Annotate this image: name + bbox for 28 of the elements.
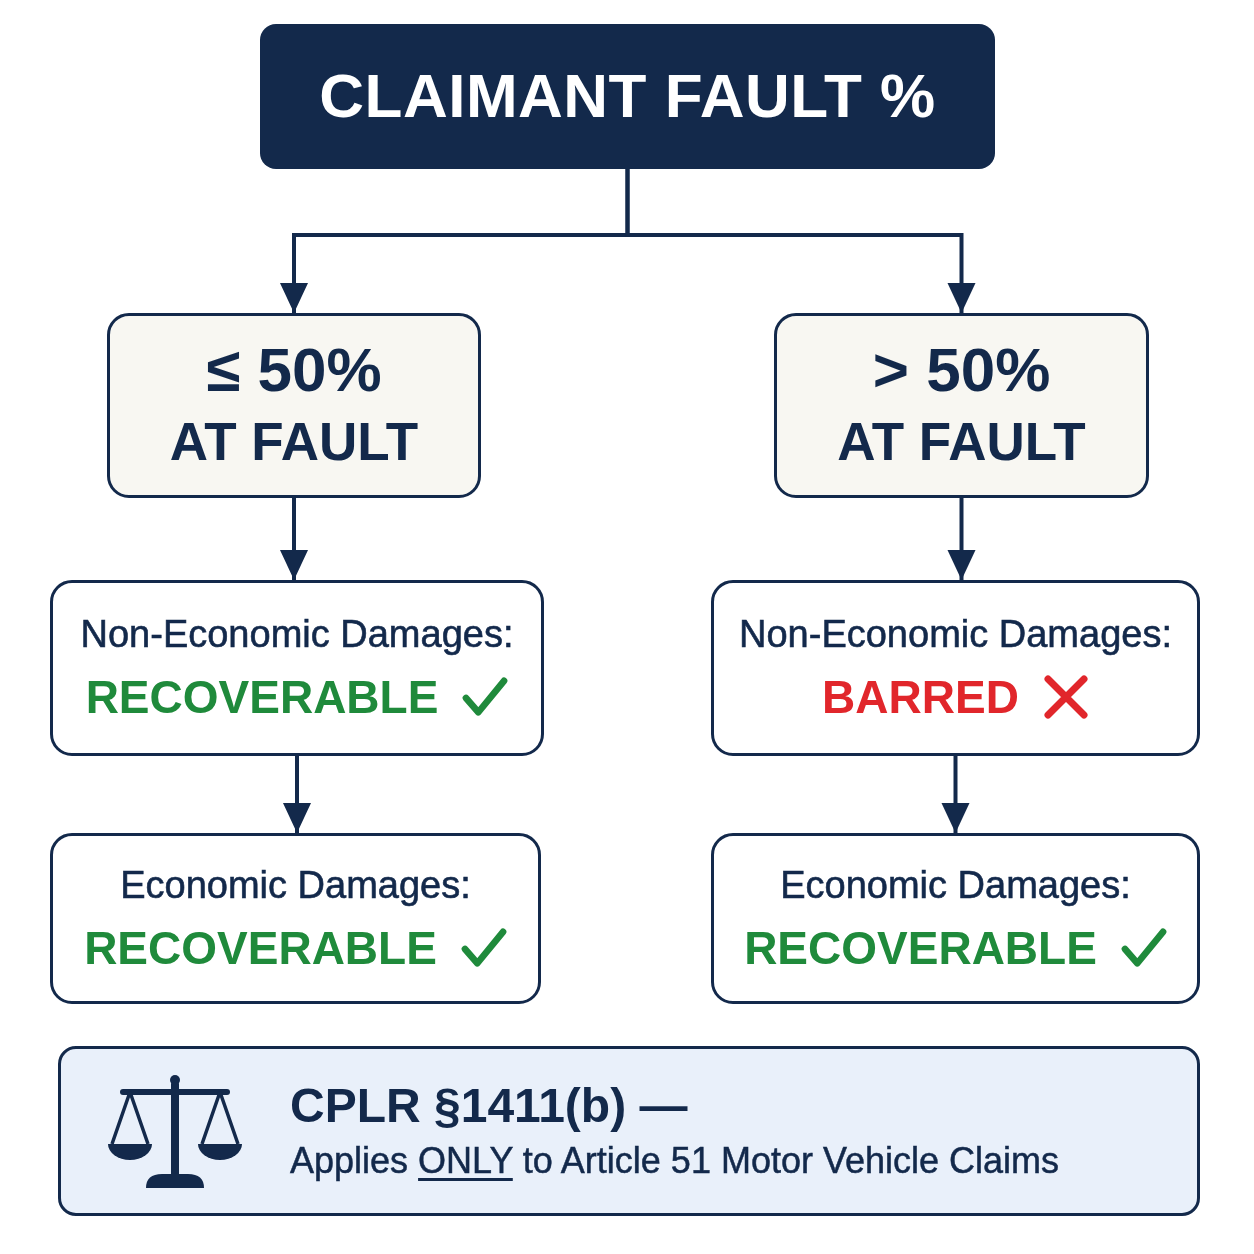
condition-text: AT FAULT [837,410,1086,473]
status-text: RECOVERABLE [84,920,437,976]
citation-text: CPLR §1411(b) — [290,1078,688,1134]
heading-text: CLAIMANT FAULT % [319,62,936,131]
arrow [283,756,311,833]
category-text: Non-Economic Damages: [739,612,1172,657]
result-box [50,580,544,756]
category-text: Non-Economic Damages: [80,612,514,657]
category-text: Economic Damages: [120,862,471,908]
category-text: Economic Damages: [780,862,1131,908]
status-text: RECOVERABLE [85,670,439,725]
heading-box [260,24,995,169]
status-text: RECOVERABLE [744,920,1097,976]
threshold-text: ≤ 50% [206,333,382,406]
arrow [625,169,976,313]
result-box [711,833,1200,1004]
note-text: Applies ONLY to Article 51 Motor Vehicle Claims [290,1139,1060,1183]
condition-box [107,313,481,498]
arrow [280,498,308,580]
status-text: BARRED [822,670,1019,725]
condition-text: AT FAULT [169,410,419,473]
result-box [50,833,541,1004]
note-box [58,1046,1200,1216]
condition-box [774,313,1149,498]
threshold-text: > 50% [872,333,1051,406]
result-box [711,580,1200,756]
arrow [941,756,970,833]
arrow [947,498,976,580]
